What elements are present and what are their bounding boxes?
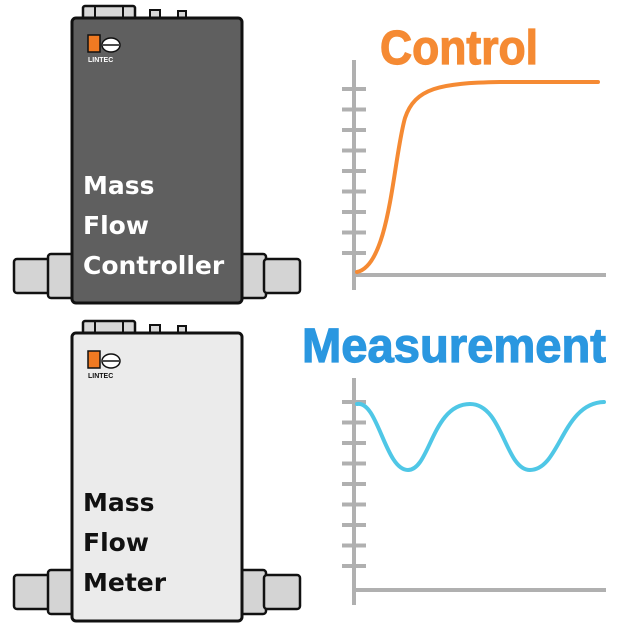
mass-flow-controller-device: LINTEC Mass Flow Controller xyxy=(12,4,302,305)
measurement-chart-axes xyxy=(352,378,606,605)
measurement-chart: Measurement xyxy=(301,319,607,605)
controller-label-line-3: Controller xyxy=(83,251,225,280)
meter-right-fitting xyxy=(238,568,302,616)
controller-label-line-2: Flow xyxy=(83,211,149,240)
measurement-chart-title: Measurement xyxy=(302,320,606,373)
controller-lintec-logo: LINTEC xyxy=(87,34,121,64)
measurement-oscillation-curve xyxy=(355,400,606,473)
meter-label-line-1: Mass xyxy=(83,488,155,517)
meter-brand-text: LINTEC xyxy=(88,373,113,380)
controller-left-fitting xyxy=(12,252,76,300)
control-chart: Control xyxy=(342,21,606,290)
control-chart-title: Control xyxy=(380,22,538,75)
controller-right-fitting xyxy=(238,252,302,300)
controller-brand-text: LINTEC xyxy=(88,57,113,64)
measurement-chart-ticks xyxy=(342,400,366,568)
controller-body xyxy=(70,16,244,305)
control-response-curve xyxy=(355,80,600,274)
control-chart-ticks xyxy=(342,87,366,255)
controller-label-line-1: Mass xyxy=(83,171,155,200)
control-chart-axes xyxy=(352,60,606,290)
mass-flow-meter-device: LINTEC Mass Flow Meter xyxy=(12,319,302,623)
meter-lintec-logo: LINTEC xyxy=(87,350,121,380)
meter-body xyxy=(70,331,244,623)
meter-left-fitting xyxy=(12,568,76,616)
meter-label-line-2: Flow xyxy=(83,528,149,557)
meter-label-line-3: Meter xyxy=(83,568,167,597)
